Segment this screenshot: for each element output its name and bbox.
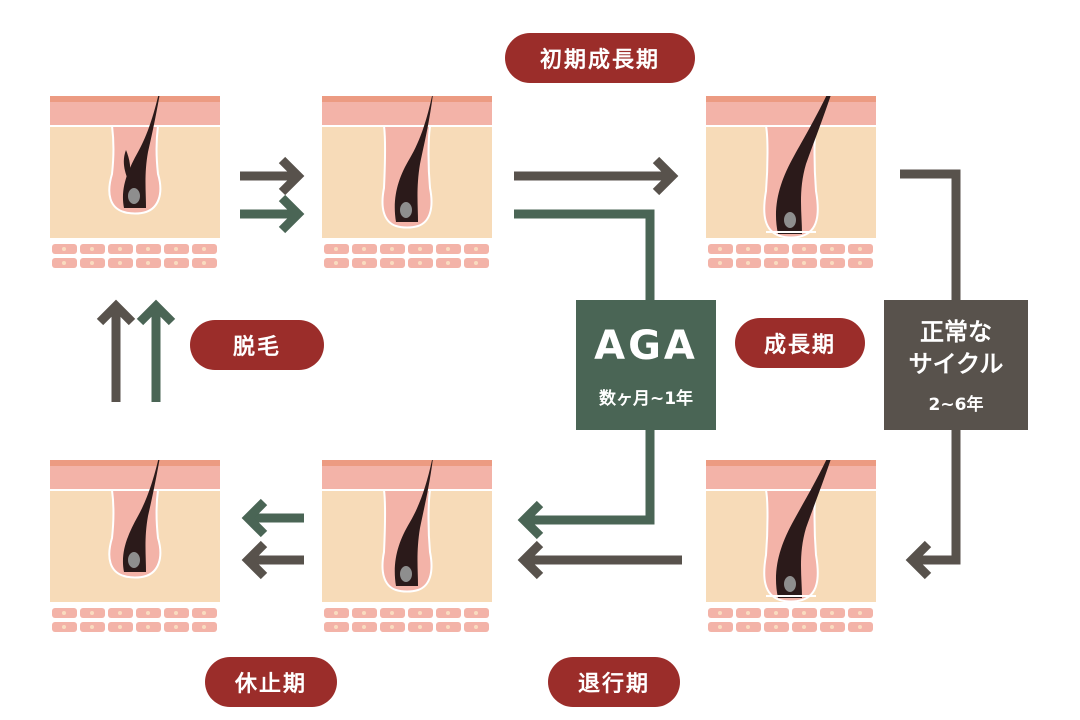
aga-box: AGA 数ヶ月~1年 [576, 300, 716, 430]
arrow-left-green-bottom [241, 498, 304, 538]
label-anagen: 成長期 [735, 318, 865, 368]
normal-duration: 2~6年 [928, 394, 984, 415]
panel-telogen [50, 460, 220, 633]
arrow-up-gray [96, 299, 136, 402]
arrow-to-anagen [514, 156, 679, 196]
panel-catagen [322, 460, 492, 633]
panel-early-anagen [322, 96, 492, 269]
normal-title-line2: サイクル [908, 349, 1004, 378]
arrow-right-green-top [240, 194, 305, 234]
panel-shedding [50, 96, 220, 269]
normal-cycle-path [900, 169, 961, 580]
arrow-up-green [136, 299, 176, 402]
aga-path [514, 209, 655, 540]
label-catagen: 退行期 [548, 657, 680, 707]
aga-duration: 数ヶ月~1年 [598, 388, 694, 409]
aga-title: AGA [594, 322, 698, 369]
panel-anagen-bottom [706, 460, 876, 633]
normal-cycle-box: 正常な サイクル 2~6年 [884, 300, 1028, 430]
arrow-left-gray-bottom [241, 540, 304, 580]
normal-title-line1: 正常な [920, 317, 992, 346]
arrow-right-gray-top [240, 156, 305, 196]
arrow-to-catagen [517, 540, 682, 580]
panel-anagen-top [706, 96, 876, 269]
label-early-anagen: 初期成長期 [505, 33, 695, 83]
label-telogen: 休止期 [205, 657, 337, 707]
label-shedding: 脱毛 [190, 320, 324, 370]
